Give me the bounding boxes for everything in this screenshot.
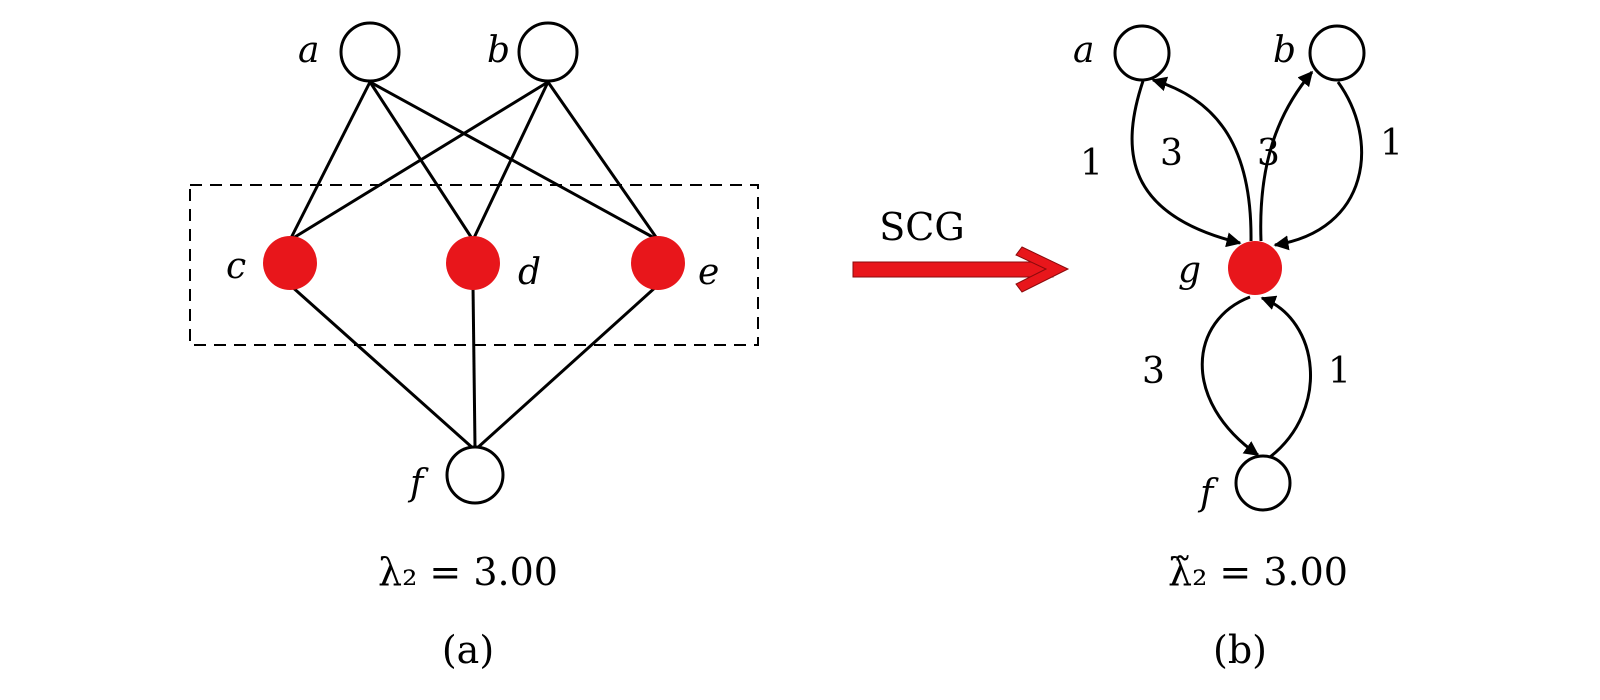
edge-a-e [369, 80, 659, 242]
scg-transform: SCG [852, 205, 1070, 293]
node-a [339, 21, 401, 83]
edge-b-to-g [1273, 81, 1364, 251]
edge-d-f [471, 284, 477, 448]
weight-f-to-g: 1 [1328, 351, 1351, 392]
edge-b-c [289, 80, 549, 242]
caption-b: (b) [1213, 628, 1267, 672]
label-a: a [1073, 30, 1094, 71]
edge-g-to-a [1151, 76, 1253, 242]
node-a [1113, 24, 1171, 82]
node-c [263, 236, 317, 290]
label-c: c [226, 246, 246, 287]
weight-g-to-f: 3 [1142, 351, 1165, 392]
node-f [1234, 454, 1292, 512]
node-b [1308, 24, 1366, 82]
label-b: b [1273, 30, 1296, 71]
label-f: f [1197, 473, 1219, 514]
edges [288, 80, 660, 452]
caption-a: (a) [442, 628, 494, 672]
weight-g-to-a: 3 [1160, 133, 1183, 174]
label-f: f [407, 463, 429, 504]
eigenvalue-a: λ₂ = 3.00 [378, 550, 558, 594]
node-e [631, 236, 685, 290]
node-f [445, 445, 505, 505]
label-a: a [298, 30, 319, 71]
weight-g-to-b: 3 [1257, 133, 1280, 174]
weight-b-to-g: 1 [1380, 123, 1403, 164]
edge-e-f [473, 283, 660, 452]
panel-a: a b c d e f λ₂ = 3.00 (a) [189, 21, 759, 672]
label-e: e [698, 252, 719, 293]
panel-b: a b g f 1 3 3 1 3 1 λ̃₂ = 3.00 (b) [1073, 24, 1403, 672]
edge-b-e [546, 81, 660, 241]
node-g [1228, 241, 1282, 295]
node-b [517, 21, 579, 83]
node-d [446, 236, 500, 290]
edge-b-d [471, 81, 550, 241]
edge-c-f [289, 283, 476, 452]
edge-g-to-b [1259, 70, 1314, 242]
edge-g-to-f [1200, 295, 1260, 457]
label-b: b [487, 30, 510, 71]
right-arrow-icon [852, 246, 1070, 293]
edge-f-to-g [1260, 295, 1312, 459]
scg-label: SCG [879, 205, 964, 249]
edge-a-c [288, 81, 372, 241]
label-d: d [518, 252, 541, 293]
edge-a-to-g [1130, 80, 1242, 248]
weight-a-to-g: 1 [1080, 143, 1103, 184]
eigenvalue-b: λ̃₂ = 3.00 [1168, 550, 1348, 594]
label-g: g [1178, 250, 1201, 291]
